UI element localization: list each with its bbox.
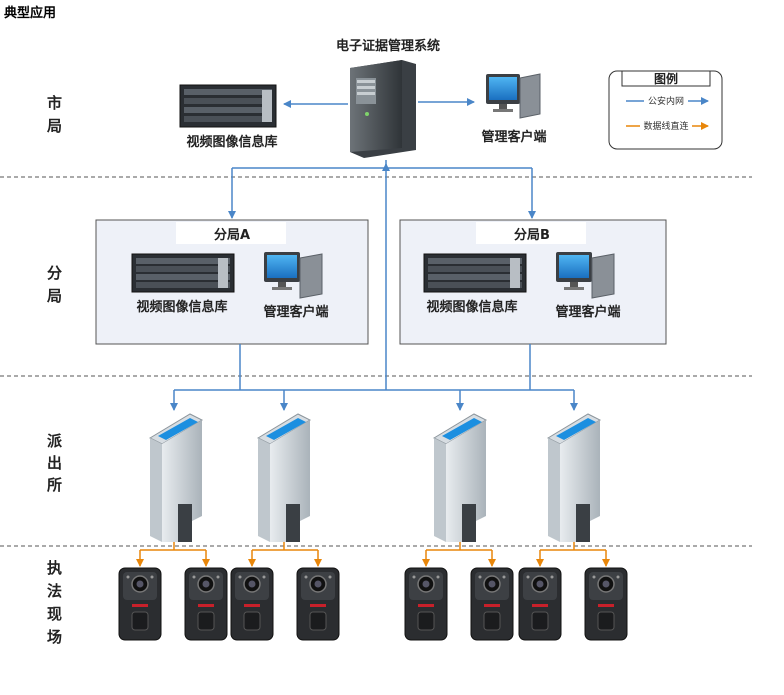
branch-b-name: 分局B [514, 227, 550, 243]
kiosk-2 [256, 413, 312, 542]
legend: 图例 公安内网 数据线直连 [608, 70, 723, 150]
branch-b-client-pc [556, 252, 615, 299]
tier-label-city: 市 局 [46, 94, 62, 135]
page-title: 典型应用 [4, 5, 56, 21]
body-camera-icon [518, 567, 562, 641]
station-connections [170, 163, 578, 411]
legend-title: 图例 [654, 71, 678, 86]
tier-char: 派 [47, 432, 63, 450]
body-camera-icon [584, 567, 628, 641]
branch-a-name: 分局A [214, 227, 250, 243]
tier-char: 出 [47, 454, 62, 472]
tier-char: 市 [47, 94, 62, 112]
body-camera-icon [470, 567, 514, 641]
body-camera-icon [296, 567, 340, 641]
tier-char: 所 [47, 476, 62, 494]
tier-char: 局 [46, 287, 62, 305]
direct-connections [136, 542, 610, 567]
branch-a-database-label: 视频图像信息库 [136, 299, 227, 315]
branch-a-client-pc [264, 252, 323, 299]
branch-b-box: 分局B 视频图像信息库 管理客户端 [399, 219, 667, 345]
body-camera-icon [184, 567, 228, 641]
kiosk-3 [432, 413, 488, 542]
kiosk-4 [546, 413, 602, 542]
legend-label-direct: 数据线直连 [643, 120, 688, 132]
legend-label-bg [644, 95, 688, 107]
tier-char: 执 [47, 559, 62, 577]
central-server [350, 60, 416, 158]
tier-char: 分 [47, 264, 62, 282]
tier-label-station: 派 出 所 [47, 432, 63, 494]
branch-a-database-rack [131, 253, 235, 293]
branch-a-box: 分局A 视频图像信息库 管理客户端 [95, 219, 369, 345]
tier-char: 法 [47, 582, 62, 600]
system-title: 电子证据管理系统 [336, 38, 440, 54]
city-client-pc [486, 73, 541, 119]
branch-b-database-label: 视频图像信息库 [426, 299, 517, 315]
tier-label-field: 执 法 现 场 [47, 559, 62, 646]
legend-label-bg [640, 120, 692, 132]
tier-label-branch: 分 局 [46, 264, 62, 305]
city-database-rack [179, 84, 277, 128]
body-cameras [118, 567, 628, 641]
legend-label-network: 公安内网 [648, 95, 684, 107]
link-server-to-branches [232, 160, 387, 169]
tier-char: 场 [47, 628, 62, 646]
legend-header [621, 70, 711, 87]
body-camera-icon [118, 567, 162, 641]
city-client-label: 管理客户端 [481, 129, 546, 145]
branch-b-database-rack [423, 253, 527, 293]
tier-char: 局 [46, 117, 62, 135]
kiosk-1 [148, 413, 204, 542]
branch-b-client-label: 管理客户端 [555, 304, 620, 320]
body-camera-icon [404, 567, 448, 641]
tier-char: 现 [47, 605, 62, 623]
tier-dividers [0, 176, 752, 547]
city-database-label: 视频图像信息库 [186, 134, 277, 150]
body-camera-icon [230, 567, 274, 641]
branch-a-client-label: 管理客户端 [263, 304, 328, 320]
